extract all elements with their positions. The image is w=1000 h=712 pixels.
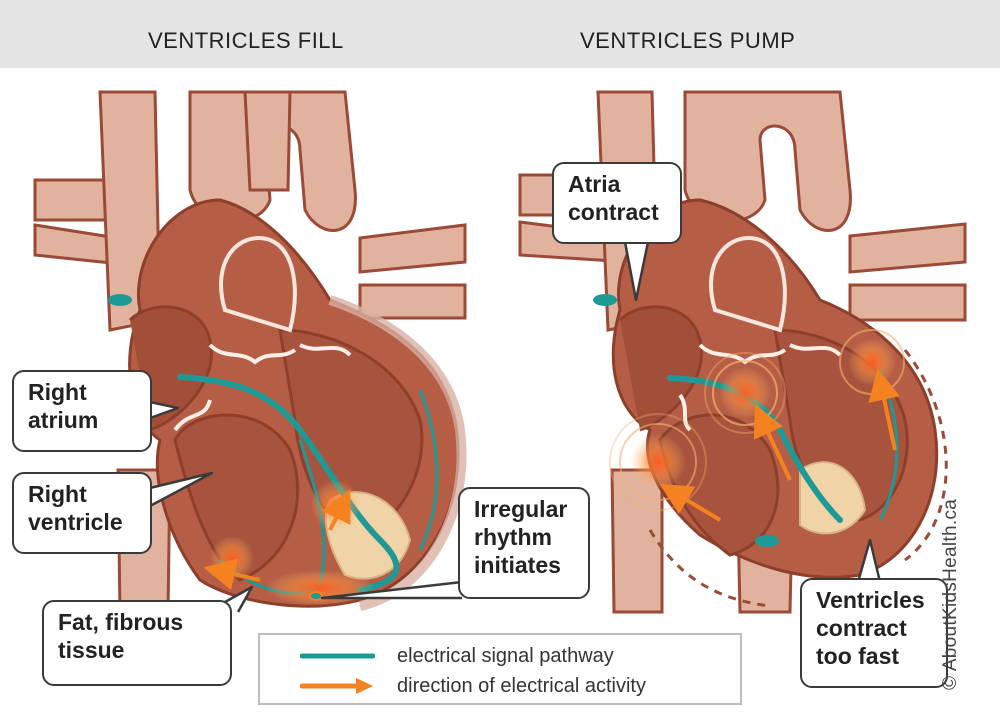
callout-text: Atria [568, 171, 621, 197]
callout-text: rhythm [474, 524, 552, 550]
callout-atria-contract: Atria contract [552, 162, 682, 244]
callout-text: initiates [474, 552, 561, 578]
legend-label-direction: direction of electrical activity [397, 674, 646, 697]
callout-right-ventricle: Right ventricle [12, 472, 152, 554]
header-band [0, 0, 1000, 68]
callout-text: atrium [28, 407, 99, 433]
callout-text: too fast [816, 643, 900, 669]
right-vessels [518, 90, 967, 614]
copyright-text: © AboutKidsHealth.ca [940, 498, 961, 690]
arrow-right-icon [300, 678, 373, 694]
callout-text: contract [568, 199, 659, 225]
callout-fat-fibrous-tissue: Fat, fibrous tissue [42, 600, 232, 686]
callout-text: ventricle [28, 509, 123, 535]
right-heart [518, 90, 967, 614]
legend-item-signal: electrical signal pathway [300, 643, 614, 669]
legend: electrical signal pathway direction of e… [258, 633, 742, 705]
legend-item-direction: direction of electrical activity [300, 673, 646, 699]
callout-text: Right [28, 379, 87, 405]
callout-ventricles-contract-too-fast: Ventricles contract too fast [800, 578, 948, 688]
callout-text: Fat, fibrous [58, 609, 184, 635]
callout-pointers [149, 241, 882, 613]
left-vessels [33, 90, 467, 614]
left-heart [33, 90, 467, 614]
panel-title-ventricles-fill: VENTRICLES FILL [148, 28, 344, 53]
callout-text: Irregular [474, 496, 568, 522]
signal-pathway-swatch [300, 653, 375, 659]
callout-text: tissue [58, 637, 125, 663]
callout-text: Right [28, 481, 87, 507]
callout-irregular-rhythm: Irregular rhythm initiates [458, 487, 590, 599]
callout-text: contract [816, 615, 907, 641]
callout-right-atrium: Right atrium [12, 370, 152, 452]
legend-label-signal: electrical signal pathway [397, 644, 614, 667]
callout-text: Ventricles [816, 587, 925, 613]
panel-title-ventricles-pump: VENTRICLES PUMP [580, 28, 796, 53]
